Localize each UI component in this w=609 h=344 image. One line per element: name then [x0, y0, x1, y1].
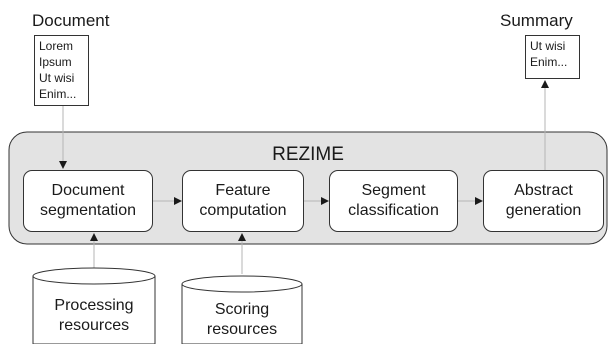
scoring-resources-cylinder — [181, 275, 303, 344]
document-line: Ut wisi — [39, 71, 75, 85]
summary-caption: Summary — [500, 11, 573, 30]
stage-label-line: Document — [51, 182, 125, 199]
stage-label-line: generation — [505, 202, 582, 219]
stage-segment-classification: Segment classification — [329, 170, 458, 232]
resource-label-line: resources — [58, 317, 130, 334]
stage-label-line: Segment — [361, 182, 426, 199]
stage-document-segmentation: Document segmentation — [23, 170, 153, 232]
summary-document-card: Ut wisi Enim... — [525, 35, 580, 79]
document-caption: Document — [32, 11, 110, 30]
resource-label-line: Scoring — [214, 301, 270, 318]
document-line: Ipsum — [39, 55, 72, 69]
resource-label-line: Processing — [54, 297, 134, 314]
summary-line: Ut wisi — [530, 39, 566, 53]
processing-resources-cylinder — [32, 267, 156, 344]
document-line: Enim... — [39, 87, 77, 101]
summary-line: Enim... — [530, 55, 568, 69]
resource-label-line: resources — [206, 321, 278, 338]
input-document-card: Lorem Ipsum Ut wisi Enim... — [34, 35, 89, 106]
document-line: Lorem — [39, 39, 74, 53]
stage-label-line: classification — [348, 202, 439, 219]
stage-label-line: segmentation — [39, 202, 137, 219]
system-title: REZIME — [272, 144, 344, 165]
processing-resources-label: Processing resources — [33, 296, 155, 336]
stage-abstract-generation: Abstract generation — [483, 170, 604, 232]
stage-label-line: computation — [199, 202, 287, 219]
scoring-resources-label: Scoring resources — [182, 300, 302, 340]
stage-feature-computation: Feature computation — [182, 170, 304, 232]
stage-label-line: Feature — [215, 182, 271, 199]
stage-label-line: Abstract — [514, 182, 573, 199]
